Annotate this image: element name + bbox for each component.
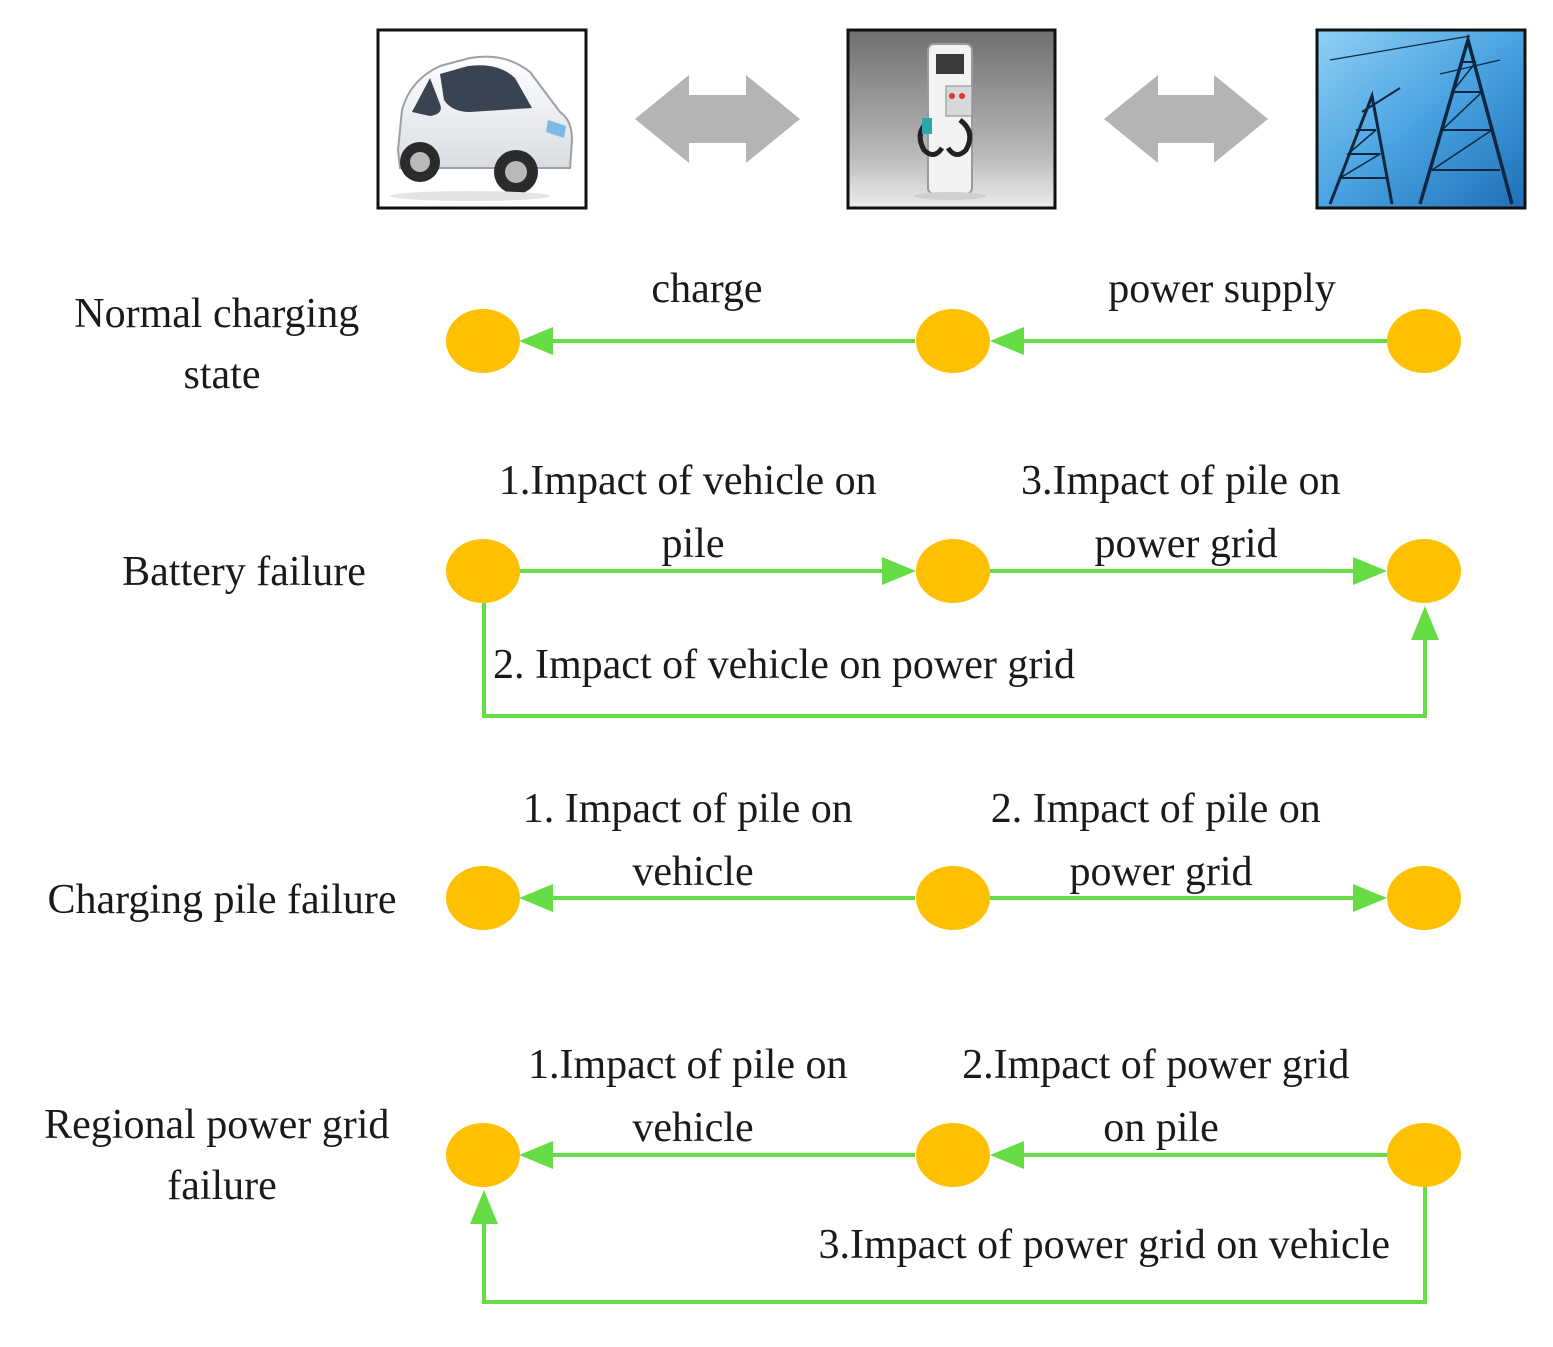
arrowhead-icon [519,327,553,355]
edge-label-grid-on-pile: 2.Impact of power grid on pile [962,1042,1360,1151]
edge-grid-to-pile [990,1141,1387,1169]
node-vehicle [446,309,520,373]
double-arrow-car-pile [635,75,800,163]
row-title-normal: Normal charging state [74,291,369,398]
row-battery-failure: Battery failure 1.Impact of vehicle on p… [122,458,1461,718]
edge-pile-to-grid [990,557,1387,585]
node-pile [916,1123,990,1187]
node-grid [1387,866,1461,930]
node-circle [1387,309,1461,373]
node-circle [916,539,990,603]
arrow-line [482,598,1427,718]
edge-label-charge: charge [651,266,762,312]
row-title-battery: Battery failure [122,549,366,595]
edge-charge [519,327,915,355]
edge-power-supply [990,327,1387,355]
power-grid-photo [1315,28,1527,210]
arrowhead-icon [519,884,553,912]
node-circle [446,539,520,603]
row-title-grid-failure: Regional power grid failure [44,1102,400,1209]
arrowhead-icon [519,1141,553,1169]
node-circle [446,866,520,930]
edge-label-pile-on-grid: 3.Impact of pile on power grid [1021,458,1351,567]
row-title-pile-failure: Charging pile failure [47,877,396,923]
edge-label-vehicle-on-pile: 1.Impact of vehicle on pile [499,458,887,567]
edge-label-pile-on-grid: 2. Impact of pile on power grid [991,786,1332,895]
node-grid [1387,1123,1461,1187]
car-icon [390,55,574,201]
arrowhead-icon [1353,884,1387,912]
edge-vehicle-to-pile [519,557,916,585]
node-circle [446,309,520,373]
row-normal-charging: Normal charging state charge power suppl… [74,266,1461,398]
edge-pile-to-vehicle [519,1141,915,1169]
node-vehicle [446,1123,520,1187]
arrowhead-icon [882,557,916,585]
node-circle [916,866,990,930]
edge-label-vehicle-on-grid: 2. Impact of vehicle on power grid [493,642,1075,688]
node-vehicle [446,539,520,603]
charging-pile-photo [846,28,1057,210]
edge-pile-to-vehicle [519,884,915,912]
node-pile [916,309,990,373]
arrowhead-icon [1353,557,1387,585]
edge-label-power-supply: power supply [1108,266,1335,312]
node-pile [916,539,990,603]
arrow-line [482,1183,1427,1304]
node-circle [916,309,990,373]
double-arrow-pile-grid [1104,75,1268,163]
charging-station-icon [914,43,986,200]
row-charging-pile-failure: Charging pile failure 1. Impact of pile … [47,786,1461,930]
arrowhead-icon [470,1190,498,1224]
power-tower-icon [1328,33,1514,205]
edge-grid-to-vehicle [470,1183,1427,1304]
edge-label-pile-on-vehicle: 1. Impact of pile on vehicle [523,786,864,895]
edge-vehicle-to-grid [482,598,1439,718]
arrowhead-icon [990,1141,1024,1169]
node-grid [1387,539,1461,603]
node-circle [1387,539,1461,603]
node-circle [446,1123,520,1187]
node-pile [916,866,990,930]
arrowhead-icon [990,327,1024,355]
electric-car-photo [376,28,588,210]
node-grid [1387,309,1461,373]
node-circle [1387,866,1461,930]
node-vehicle [446,866,520,930]
node-circle [1387,1123,1461,1187]
node-circle [916,1123,990,1187]
edge-pile-to-grid [990,884,1387,912]
arrowhead-icon [1411,606,1439,640]
edge-label-pile-on-vehicle: 1.Impact of pile on vehicle [528,1042,858,1151]
edge-label-grid-on-vehicle: 3.Impact of power grid on vehicle [819,1222,1390,1268]
row-regional-grid-failure: Regional power grid failure 1.Impact of … [44,1042,1461,1304]
